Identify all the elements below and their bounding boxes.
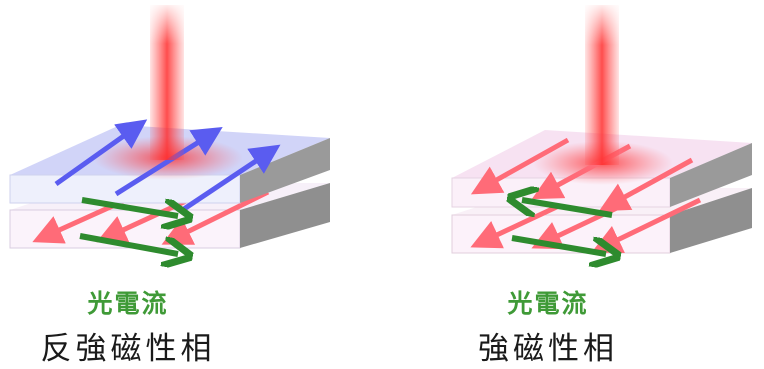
phase-label-antiferromagnetic: 反強磁性相 (40, 331, 216, 367)
spin-arrow (54, 119, 148, 187)
photocurrent-label-right: 光電流 (507, 289, 589, 318)
panel-ferromagnetic (451, 5, 752, 254)
photocurrent-arrow (511, 235, 606, 254)
spin-arrow (470, 137, 570, 195)
photocurrent-label-left: 光電流 (87, 289, 169, 318)
photocurrent-arrows (79, 197, 178, 254)
spin-arrow (598, 157, 694, 212)
laser-beam (583, 5, 621, 165)
upper-spin-arrows (54, 119, 281, 212)
photocurrent-arrow (81, 197, 178, 216)
spin-arrow (114, 127, 223, 197)
phase-label-ferromagnetic: 強磁性相 (478, 331, 618, 367)
photocurrent-arrow (522, 200, 613, 218)
photocurrent-arrow (79, 233, 178, 254)
photocurrent-arrows (512, 200, 612, 254)
spin-arrow (182, 144, 281, 212)
laser-beam (148, 5, 186, 160)
panel-antiferromagnetic (9, 5, 330, 254)
